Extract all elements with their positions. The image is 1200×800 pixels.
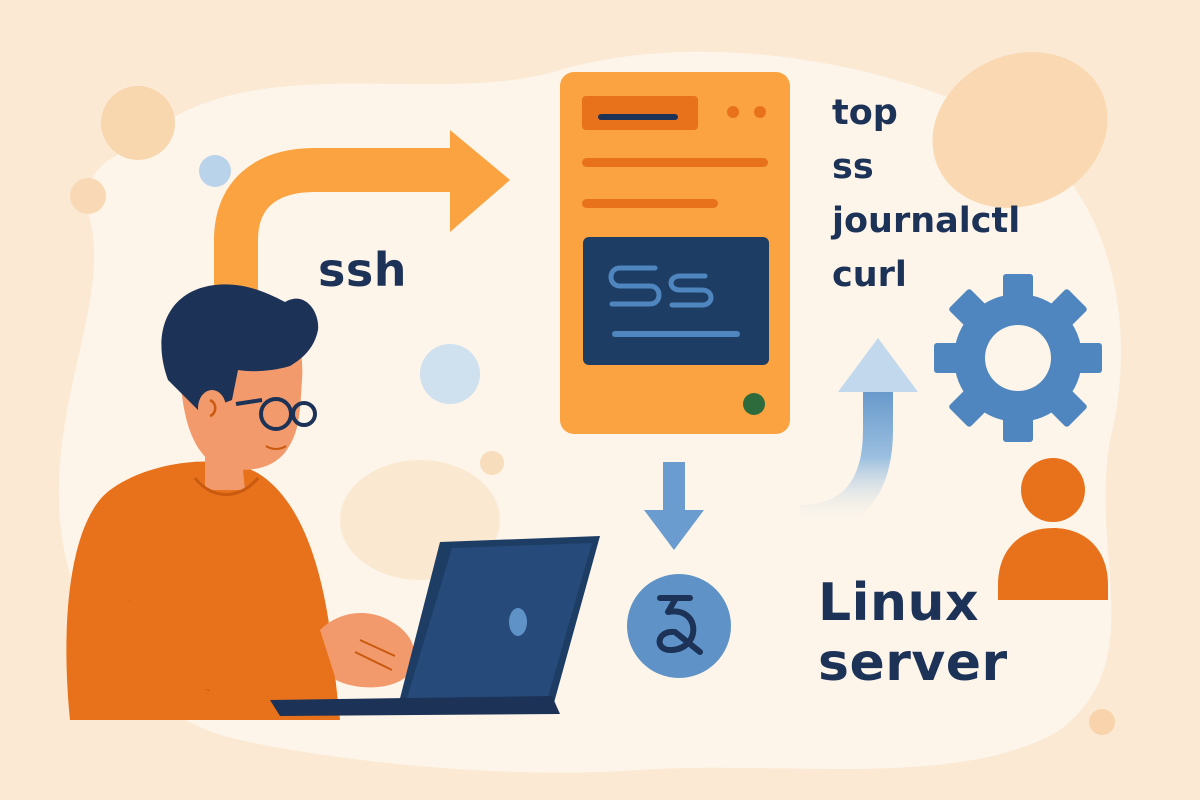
deco-blob-top-right <box>932 52 1108 208</box>
arrow-down-icon <box>644 462 704 550</box>
deco-circle-blue <box>199 155 231 187</box>
collar <box>193 477 260 496</box>
ssh-label: ssh <box>318 243 408 297</box>
deco-circle-tiny <box>480 451 504 475</box>
arrow-up-icon <box>799 338 918 535</box>
linux-server-label: Linux server <box>818 573 1008 693</box>
command-item: journalctl <box>832 201 1021 241</box>
mouth <box>265 445 287 450</box>
deco-circle-small-peach <box>70 178 106 214</box>
user-icon <box>998 458 1108 600</box>
deco-circle-bottom-right <box>1089 709 1115 735</box>
deco-circle-light-blue <box>420 344 480 404</box>
command-item: top <box>832 93 898 133</box>
arm <box>120 560 356 695</box>
ear-detail <box>209 398 217 418</box>
command-item: ss <box>832 147 874 187</box>
terminal-badge-icon <box>627 574 731 678</box>
laptop-icon <box>270 536 600 716</box>
ear <box>198 390 226 426</box>
server-icon <box>560 72 790 434</box>
arrow-right-icon <box>214 130 510 318</box>
server-label-line1: Linux <box>818 573 980 633</box>
glasses-icon <box>235 397 317 431</box>
hair <box>161 284 319 412</box>
gear-icon <box>934 274 1102 442</box>
person-illustration <box>66 284 415 720</box>
fingers <box>354 639 396 671</box>
deco-circle-peach <box>101 86 175 160</box>
command-list: top ss journalctl curl <box>832 86 1020 302</box>
command-item: curl <box>832 255 907 295</box>
server-label-line2: server <box>818 633 1008 693</box>
status-led <box>743 393 765 415</box>
